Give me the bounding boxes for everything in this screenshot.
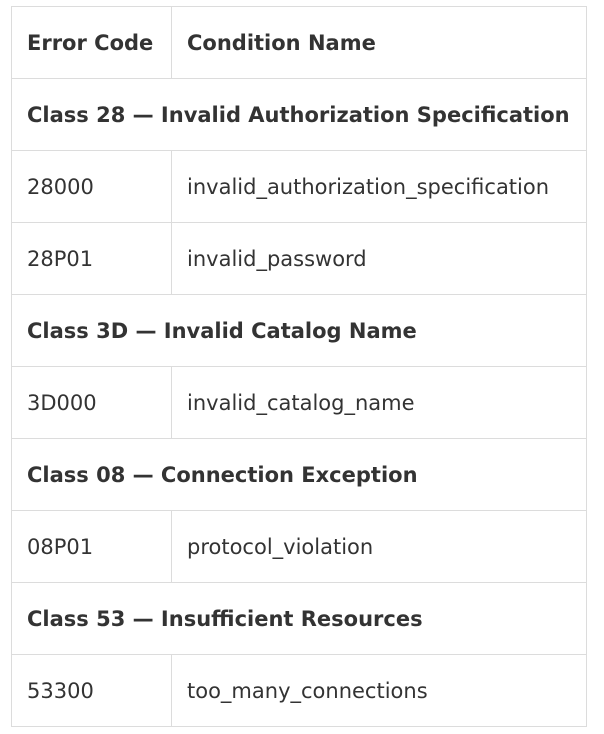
class-group-row: Class 28 — Invalid Authorization Specifi… xyxy=(11,78,587,151)
error-code-cell: 08P01 xyxy=(11,510,172,583)
error-code-cell: 3D000 xyxy=(11,366,172,439)
table-row: 08P01 protocol_violation xyxy=(11,510,587,583)
table-row: 28P01 invalid_password xyxy=(11,222,587,295)
table-row: 53300 too_many_connections xyxy=(11,654,587,727)
table-row: 28000 invalid_authorization_specificatio… xyxy=(11,150,587,223)
table-row: 3D000 invalid_catalog_name xyxy=(11,366,587,439)
error-codes-table-container: Error Code Condition Name Class 28 — Inv… xyxy=(11,6,587,727)
class-3d-title: Class 3D — Invalid Catalog Name xyxy=(11,294,587,367)
table-header-row: Error Code Condition Name xyxy=(11,6,587,79)
condition-name-cell: invalid_catalog_name xyxy=(171,366,587,439)
class-08-title: Class 08 — Connection Exception xyxy=(11,438,587,511)
class-group-row: Class 53 — Insufficient Resources xyxy=(11,582,587,655)
condition-name-cell: invalid_password xyxy=(171,222,587,295)
class-group-row: Class 3D — Invalid Catalog Name xyxy=(11,294,587,367)
class-28-title: Class 28 — Invalid Authorization Specifi… xyxy=(11,78,587,151)
error-code-cell: 28P01 xyxy=(11,222,172,295)
error-codes-table: Error Code Condition Name Class 28 — Inv… xyxy=(11,6,587,727)
condition-name-cell: protocol_violation xyxy=(171,510,587,583)
condition-name-cell: too_many_connections xyxy=(171,654,587,727)
condition-name-header: Condition Name xyxy=(171,6,587,79)
error-code-cell: 28000 xyxy=(11,150,172,223)
error-code-cell: 53300 xyxy=(11,654,172,727)
condition-name-cell: invalid_authorization_specification xyxy=(171,150,587,223)
class-53-title: Class 53 — Insufficient Resources xyxy=(11,582,587,655)
class-group-row: Class 08 — Connection Exception xyxy=(11,438,587,511)
error-code-header: Error Code xyxy=(11,6,172,79)
